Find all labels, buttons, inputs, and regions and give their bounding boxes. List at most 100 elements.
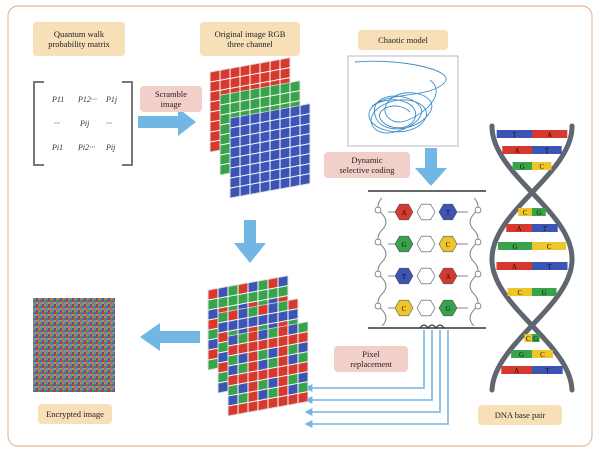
rung-base-right: C bbox=[539, 163, 544, 171]
pixel-cell bbox=[228, 295, 238, 306]
pixel-cell bbox=[268, 357, 278, 369]
pixel-cell bbox=[280, 68, 290, 79]
pixel-cell bbox=[230, 146, 240, 158]
pixel-cell bbox=[240, 144, 250, 156]
pixel-cell bbox=[290, 135, 300, 147]
pixel-cell bbox=[228, 309, 238, 321]
rung-base-left: G bbox=[512, 243, 517, 251]
pixel-cell bbox=[250, 143, 260, 154]
pixel-cell bbox=[208, 308, 218, 320]
pixel-cell bbox=[280, 107, 290, 119]
label-dynamic-coding: Dynamic selective coding bbox=[324, 152, 410, 178]
pixel-cell bbox=[258, 369, 268, 381]
pixel-cell bbox=[270, 129, 280, 141]
pixel-cell bbox=[260, 161, 270, 173]
pixel-cell bbox=[208, 318, 218, 330]
outer-frame bbox=[7, 5, 593, 447]
pixel-cell bbox=[258, 399, 268, 411]
pixel-cell bbox=[218, 286, 228, 298]
pixel-cell bbox=[250, 123, 260, 134]
pixel-cell bbox=[250, 98, 260, 110]
rung-base-right: C bbox=[547, 243, 552, 251]
rgb-channel-stack bbox=[209, 57, 311, 199]
pixel-cell bbox=[208, 338, 218, 350]
pixel-cell bbox=[220, 68, 230, 80]
pixel-cell bbox=[260, 96, 270, 108]
pixel-cell bbox=[218, 341, 228, 353]
pixel-cell bbox=[300, 134, 310, 145]
pixel-cell bbox=[228, 334, 238, 346]
pixel-cell bbox=[288, 333, 298, 345]
pixel-cell bbox=[220, 93, 230, 105]
pixel-cell bbox=[258, 314, 268, 326]
replacement-arrows bbox=[304, 330, 449, 428]
pixel-cell bbox=[268, 277, 278, 289]
helix-strand-a bbox=[489, 123, 575, 393]
pixel-cell bbox=[250, 163, 260, 174]
pixel-cell bbox=[268, 387, 278, 399]
pixel-cell bbox=[288, 299, 298, 310]
pixel-cell bbox=[240, 75, 250, 87]
pixel-cell bbox=[298, 392, 308, 403]
pixel-cell bbox=[248, 401, 258, 412]
pixel-cell bbox=[270, 94, 280, 106]
pixel-cell bbox=[250, 73, 260, 85]
pixel-cell bbox=[238, 308, 248, 319]
pixel-cell bbox=[280, 127, 290, 139]
label-quantum-walk: Quantum walk probability matrix bbox=[33, 22, 125, 56]
pixel-cell bbox=[290, 81, 300, 92]
pixel-cell bbox=[228, 354, 238, 366]
pixel-cell bbox=[228, 364, 238, 376]
pixel-cell bbox=[260, 121, 270, 133]
pixel-cell bbox=[280, 117, 290, 129]
pixel-cell bbox=[290, 165, 300, 177]
pixel-cell bbox=[260, 131, 270, 143]
matrix-brackets bbox=[33, 81, 133, 166]
pixel-cell bbox=[218, 321, 228, 333]
pixel-cell bbox=[248, 331, 258, 342]
rung-base-right: A bbox=[547, 131, 552, 139]
pixel-cell bbox=[298, 352, 308, 363]
pixel-cell bbox=[230, 116, 240, 128]
pixel-cell bbox=[218, 371, 228, 383]
pixel-cell bbox=[210, 130, 220, 142]
pixel-cell bbox=[260, 151, 270, 163]
pixel-cell bbox=[270, 84, 280, 96]
pixel-cell bbox=[260, 141, 270, 153]
pixel-cell bbox=[288, 373, 298, 385]
rung-base-left: A bbox=[512, 263, 517, 271]
pixel-cell bbox=[278, 395, 288, 407]
pixel-cell bbox=[238, 342, 248, 354]
pixel-cell bbox=[300, 154, 310, 165]
molecule-base-label: A bbox=[445, 273, 450, 281]
pixel-cell bbox=[278, 375, 288, 387]
pixel-cell bbox=[238, 372, 248, 384]
pixel-cell bbox=[278, 325, 288, 337]
rung-base-right: T bbox=[543, 225, 548, 233]
pixel-cell bbox=[208, 288, 218, 300]
pixel-cell bbox=[220, 153, 230, 165]
pixel-cell bbox=[270, 159, 280, 171]
rung-base-left: G bbox=[520, 163, 525, 171]
pixel-cell bbox=[258, 329, 268, 341]
pixel-cell bbox=[270, 149, 280, 161]
pixel-cell bbox=[250, 88, 260, 100]
pixel-cell bbox=[298, 362, 308, 373]
pixel-cell bbox=[298, 382, 308, 393]
pixel-cell bbox=[248, 281, 258, 293]
pixel-cell bbox=[210, 70, 220, 82]
pixel-cell bbox=[290, 115, 300, 127]
rung-base-right: T bbox=[545, 367, 550, 375]
pixel-cell bbox=[238, 402, 248, 414]
scrambled-layer-3 bbox=[227, 321, 309, 417]
label-encrypted-image: Encrypted image bbox=[38, 404, 112, 424]
matrix-entry-r2c2: Pij bbox=[80, 119, 90, 128]
pixel-cell bbox=[288, 353, 298, 365]
molecule-base-label: T bbox=[402, 273, 407, 281]
